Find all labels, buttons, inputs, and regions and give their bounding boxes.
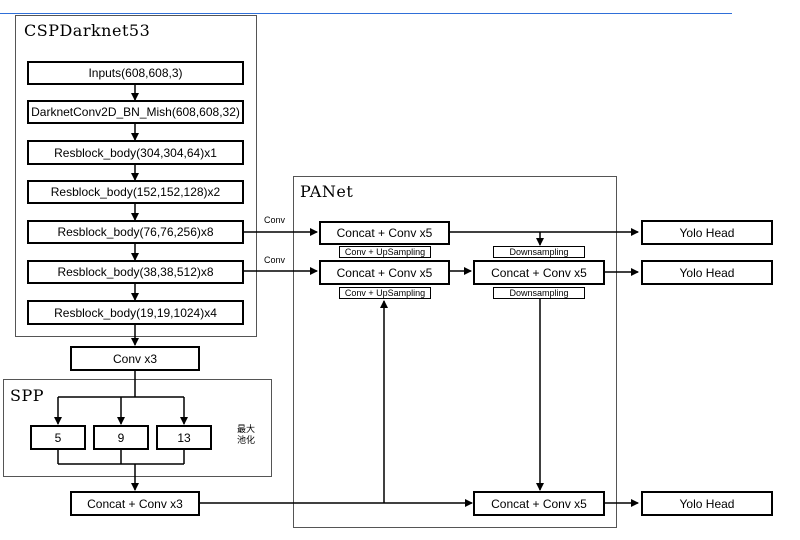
backbone-frame <box>15 15 257 337</box>
spp-conv-input: Conv x3 <box>70 346 200 371</box>
panet-frame <box>293 176 617 528</box>
backbone-layer-resblock-1: Resblock_body(304,304,64)x1 <box>27 140 244 165</box>
upsampling-label-bottom: Conv + UpSampling <box>339 287 431 299</box>
panet-title: PANet <box>300 182 354 201</box>
spp-title: SPP <box>10 386 44 405</box>
spp-pool-9: 9 <box>93 425 149 450</box>
backbone-title: CSPDarknet53 <box>24 21 151 40</box>
backbone-layer-resblock-2: Resblock_body(152,152,128)x2 <box>27 180 244 204</box>
downsampling-label-bottom: Downsampling <box>493 287 585 299</box>
conv-label-top: Conv <box>264 215 286 225</box>
spp-pool-5: 5 <box>30 425 86 450</box>
spp-concat-output: Concat + Conv x3 <box>70 491 200 516</box>
downsampling-label-top: Downsampling <box>493 246 585 258</box>
panet-concat-bottom: Concat + Conv x5 <box>473 491 605 516</box>
spp-pool-13: 13 <box>156 425 212 450</box>
yolo-head-small: Yolo Head <box>641 491 773 516</box>
spp-frame <box>3 379 272 477</box>
panet-concat-mid-right: Concat + Conv x5 <box>473 260 605 285</box>
top-border-line <box>0 13 732 14</box>
upsampling-label-top: Conv + UpSampling <box>339 246 431 258</box>
yolo-head-medium: Yolo Head <box>641 260 773 285</box>
conv-label-mid: Conv <box>264 255 286 265</box>
yolo-head-large: Yolo Head <box>641 220 773 245</box>
backbone-layer-resblock-5: Resblock_body(19,19,1024)x4 <box>27 300 244 325</box>
spp-pool-note: 最大池化 <box>237 424 256 445</box>
backbone-layer-resblock-4: Resblock_body(38,38,512)x8 <box>27 260 244 284</box>
panet-concat-mid-left: Concat + Conv x5 <box>319 260 450 285</box>
backbone-layer-resblock-3: Resblock_body(76,76,256)x8 <box>27 220 244 244</box>
backbone-layer-conv2d: DarknetConv2D_BN_Mish(608,608,32) <box>27 100 244 124</box>
panet-concat-top: Concat + Conv x5 <box>319 221 450 245</box>
backbone-layer-inputs: Inputs(608,608,3) <box>27 61 244 85</box>
